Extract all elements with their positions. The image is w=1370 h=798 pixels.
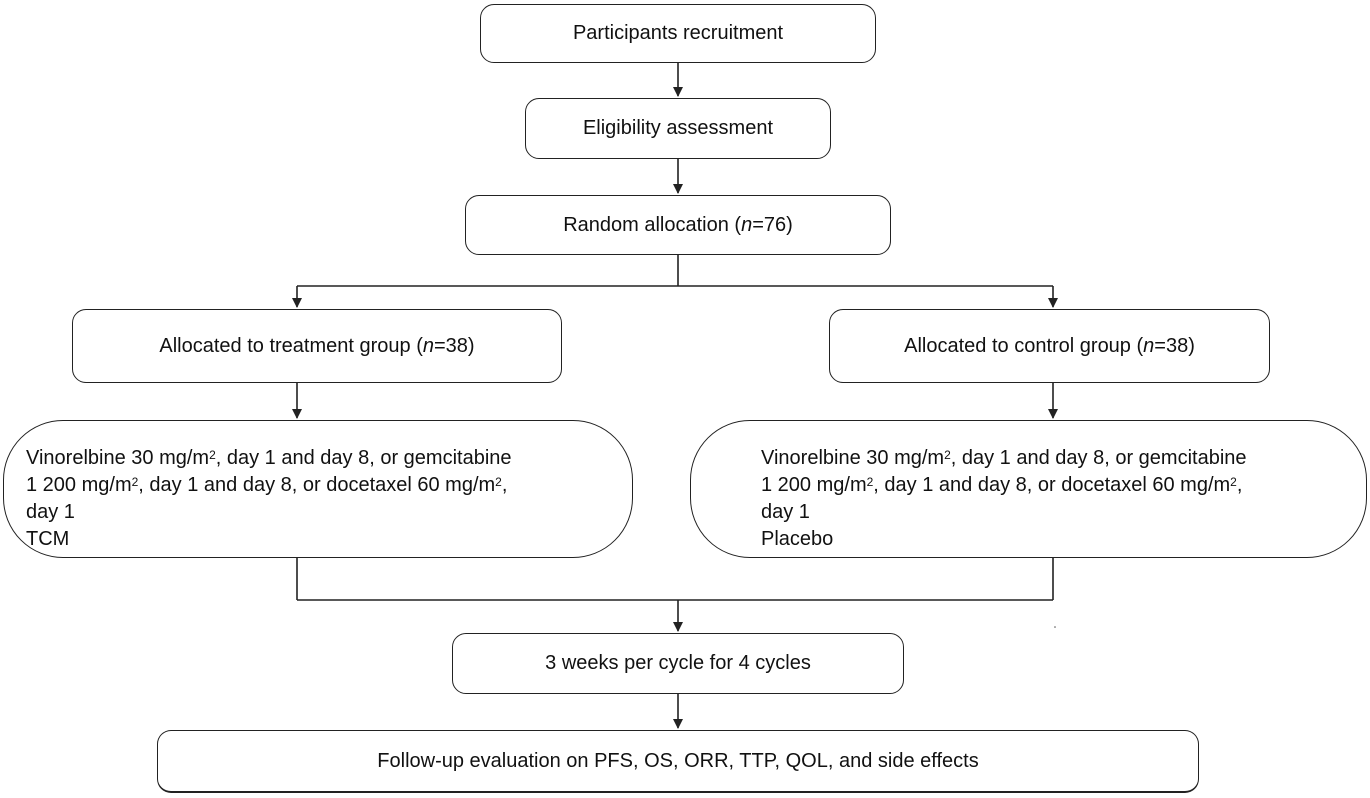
node-followup-evaluation: Follow-up evaluation on PFS, OS, ORR, TT… <box>157 730 1199 793</box>
control-group-label: Allocated to control group (n=38) <box>904 334 1195 357</box>
node-treatment-group: Allocated to treatment group (n=38) <box>72 309 562 383</box>
treatment-regimen-text: Vinorelbine 30 mg/m2, day 1 and day 8, o… <box>26 447 512 550</box>
recruitment-label: Participants recruitment <box>572 22 784 44</box>
node-random-allocation: Random allocation (n=76) <box>465 195 891 255</box>
treatment-group-label: Allocated to treatment group (n=38) <box>159 334 475 357</box>
node-control-group: Allocated to control group (n=38) <box>829 309 1270 383</box>
node-eligibility-assessment: Eligibility assessment <box>525 98 831 159</box>
node-treatment-regimen: Vinorelbine 30 mg/m2, day 1 and day 8, o… <box>3 420 633 558</box>
control-regimen-text: Vinorelbine 30 mg/m2, day 1 and day 8, o… <box>761 447 1247 550</box>
cycles-label: 3 weeks per cycle for 4 cycles <box>545 652 811 674</box>
eligibility-label: Eligibility assessment <box>582 117 774 139</box>
random-label: Random allocation (n=76) <box>563 213 793 236</box>
followup-label: Follow-up evaluation on PFS, OS, ORR, TT… <box>377 749 979 772</box>
node-cycles: 3 weeks per cycle for 4 cycles <box>452 633 904 694</box>
node-participants-recruitment: Participants recruitment <box>480 4 876 63</box>
node-control-regimen: Vinorelbine 30 mg/m2, day 1 and day 8, o… <box>690 420 1367 558</box>
